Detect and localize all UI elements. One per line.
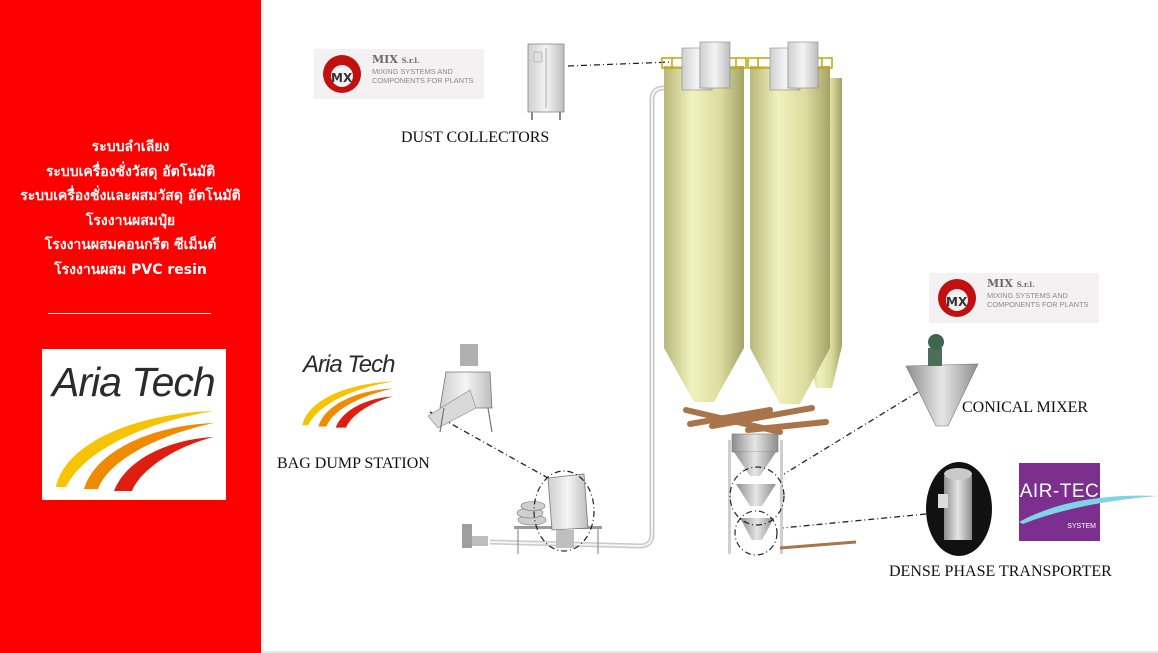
airtec-logo-sub: SYSTEM: [1067, 523, 1096, 530]
mix-tagline-1: MIXING SYSTEMS AND: [372, 67, 453, 76]
mix-mascot-icon: MX: [323, 55, 361, 93]
service-item-weighing-mixing: ระบบเครื่องชั่งและผสมวัสดุ อัตโนมัติ: [20, 188, 241, 205]
svg-text:MX: MX: [331, 71, 353, 85]
mix-suffix-text: S.r.l.: [401, 56, 420, 65]
aria-swoosh-icon: [302, 381, 394, 428]
svg-text:MX: MX: [946, 295, 968, 309]
service-item-auto-weighing: ระบบเครื่องชั่งวัสดุ อัตโนมัติ: [45, 163, 216, 180]
aria-tech-logo: Aria Tech: [42, 349, 226, 500]
mix-suffix-text: S.r.l.: [1016, 280, 1035, 289]
plant-diagram: [427, 41, 992, 556]
panel-divider: [48, 313, 211, 314]
mix-brand-text: MIX: [987, 277, 1013, 290]
service-item-conveying: ระบบลำเลียง: [91, 139, 170, 155]
mix-brand-text: MIX: [372, 53, 398, 66]
mix-tagline-2: COMPONENTS FOR PLANTS: [987, 300, 1089, 309]
services-list: ระบบลำเลียง ระบบเครื่องชั่งวัสดุ อัตโนมั…: [0, 135, 261, 283]
service-item-pvc-plant: โรงงานผสม PVC resin: [54, 261, 207, 278]
label-dense-phase-transporter: DENSE PHASE TRANSPORTER: [889, 563, 1112, 580]
mix-mascot-icon: MX: [938, 279, 976, 317]
label-dust-collectors: DUST COLLECTORS: [401, 129, 550, 146]
airtec-swoosh-icon: [1019, 495, 1158, 524]
mix-tagline-1: MIXING SYSTEMS AND: [987, 291, 1068, 300]
airtec-logo-word: AIR-TEC: [1019, 481, 1100, 502]
aria-tech-logo-text: Aria Tech: [52, 359, 216, 405]
left-red-panel: [0, 0, 261, 653]
aria-tech-small-logo-text: Aria Tech: [303, 351, 395, 378]
bottom-rule: [262, 651, 1158, 653]
service-item-fertilizer-plant: โรงงานผสมปุ๋ย: [85, 212, 176, 229]
mix-tagline-2: COMPONENTS FOR PLANTS: [372, 76, 474, 85]
panel-edge: [261, 0, 264, 653]
mix-logo: MX MIX S.r.l. MIXING SYSTEMS AND COMPONE…: [314, 49, 484, 99]
label-bag-dump-station: BAG DUMP STATION: [277, 455, 430, 472]
mix-logo-secondary: MX MIX S.r.l. MIXING SYSTEMS AND COMPONE…: [929, 273, 1099, 323]
service-item-concrete-plant: โรงงานผสมคอนกรีต ซีเม็นต์: [44, 237, 217, 254]
aria-swoosh-icon: [56, 411, 214, 491]
label-conical-mixer: CONICAL MIXER: [962, 399, 1089, 416]
